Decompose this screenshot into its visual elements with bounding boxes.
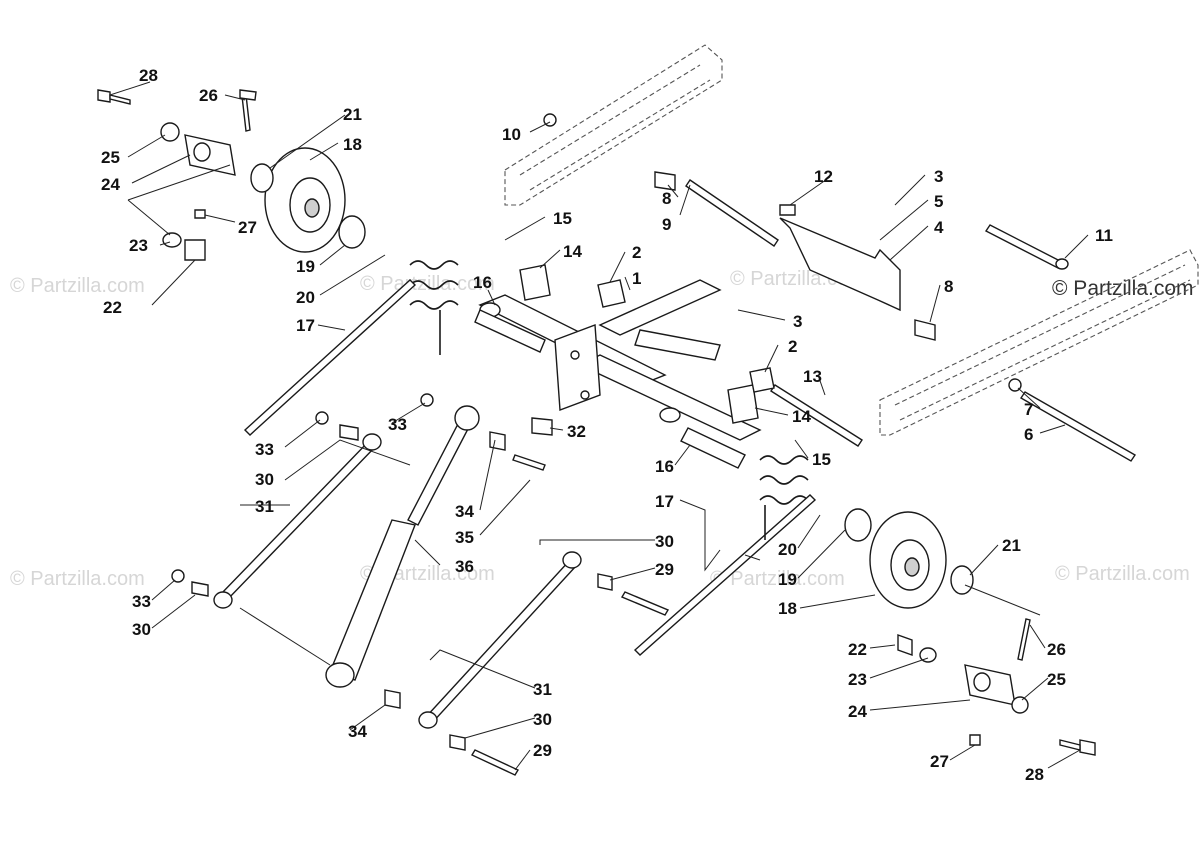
watermark-main: © Partzilla.com bbox=[1052, 277, 1194, 300]
slide-rail-lower bbox=[879, 249, 1199, 436]
bolt-11 bbox=[984, 224, 1069, 270]
callout-1: 1 bbox=[632, 269, 641, 288]
callout-21: 21 bbox=[343, 105, 362, 124]
callout-17b: 17 bbox=[655, 492, 674, 511]
callout-16: 16 bbox=[473, 273, 492, 292]
callout-22: 22 bbox=[103, 298, 122, 317]
callout-30c: 30 bbox=[132, 620, 151, 639]
spacer-14-right bbox=[727, 384, 759, 424]
slide-rail-upper bbox=[504, 44, 723, 206]
callout-35: 35 bbox=[455, 528, 474, 547]
callout-labels: 28 26 21 18 25 24 27 23 22 19 20 17 10 8… bbox=[101, 66, 1113, 784]
callout-2: 2 bbox=[632, 243, 641, 262]
callout-20: 20 bbox=[296, 288, 315, 307]
axle-block-left bbox=[184, 134, 236, 176]
callout-13: 13 bbox=[803, 367, 822, 386]
small-hardware bbox=[97, 89, 1096, 776]
callout-26b: 26 bbox=[1047, 640, 1066, 659]
callout-23b: 23 bbox=[848, 670, 867, 689]
idler-wheel-right bbox=[869, 511, 947, 609]
bushing-2 bbox=[597, 279, 775, 393]
callout-24b: 24 bbox=[848, 702, 867, 721]
link-rod-left bbox=[213, 433, 382, 609]
watermark-faint-5: © Partzilla.com bbox=[710, 568, 845, 590]
shock-absorber bbox=[325, 405, 480, 688]
callout-27b: 27 bbox=[930, 752, 949, 771]
bolt-6 bbox=[1020, 391, 1136, 462]
callout-30d: 30 bbox=[533, 710, 552, 729]
callout-4: 4 bbox=[934, 218, 944, 237]
callout-8: 8 bbox=[662, 189, 671, 208]
callout-19: 19 bbox=[296, 257, 315, 276]
callout-28b: 28 bbox=[1025, 765, 1044, 784]
callout-7: 7 bbox=[1024, 400, 1033, 419]
callout-5: 5 bbox=[934, 192, 943, 211]
sleeve-16-left bbox=[474, 309, 546, 353]
axle-block-right bbox=[964, 664, 1016, 706]
watermark-faint-3: © Partzilla.com bbox=[10, 568, 145, 590]
front-arm-frame bbox=[478, 279, 762, 441]
callout-33b: 33 bbox=[388, 415, 407, 434]
callout-34: 34 bbox=[455, 502, 474, 521]
callout-15b: 15 bbox=[812, 450, 831, 469]
spacer-14-left bbox=[519, 264, 551, 301]
callout-8b: 8 bbox=[944, 277, 953, 296]
callout-25b: 25 bbox=[1047, 670, 1066, 689]
callout-20b: 20 bbox=[778, 540, 797, 559]
callout-3: 3 bbox=[934, 167, 943, 186]
callout-30b: 30 bbox=[655, 532, 674, 551]
callout-10: 10 bbox=[502, 125, 521, 144]
callout-3b: 3 bbox=[793, 312, 802, 331]
torsion-spring-right bbox=[633, 455, 817, 656]
callout-14b: 14 bbox=[792, 407, 811, 426]
callout-12: 12 bbox=[814, 167, 833, 186]
callout-18: 18 bbox=[343, 135, 362, 154]
callout-16b: 16 bbox=[655, 457, 674, 476]
callout-26: 26 bbox=[199, 86, 218, 105]
sleeve-16-right bbox=[680, 427, 746, 469]
shaft-13 bbox=[770, 384, 863, 447]
watermark-faint-6: © Partzilla.com bbox=[1055, 563, 1190, 585]
callout-31b: 31 bbox=[533, 680, 552, 699]
callout-36: 36 bbox=[455, 557, 474, 576]
torsion-spring-left bbox=[243, 260, 459, 436]
callout-34b: 34 bbox=[348, 722, 367, 741]
callout-32: 32 bbox=[567, 422, 586, 441]
callout-29b: 29 bbox=[533, 741, 552, 760]
callout-18b: 18 bbox=[778, 599, 797, 618]
shaft-9 bbox=[685, 179, 779, 247]
callout-27: 27 bbox=[238, 218, 257, 237]
watermark-faint-1: © Partzilla.com bbox=[10, 275, 145, 297]
leader-lines bbox=[109, 81, 1089, 771]
bearing-left bbox=[250, 163, 366, 249]
callout-6: 6 bbox=[1024, 425, 1033, 444]
callout-24: 24 bbox=[101, 175, 120, 194]
callout-19b: 19 bbox=[778, 570, 797, 589]
idler-wheel-left bbox=[264, 147, 346, 253]
callout-14: 14 bbox=[563, 242, 582, 261]
callout-2b: 2 bbox=[788, 337, 797, 356]
callout-22b: 22 bbox=[848, 640, 867, 659]
callout-30: 30 bbox=[255, 470, 274, 489]
callout-33: 33 bbox=[255, 440, 274, 459]
callout-21b: 21 bbox=[1002, 536, 1021, 555]
watermark-faint-7: © Partzilla.com bbox=[360, 273, 495, 295]
bearing-right bbox=[844, 508, 974, 595]
callout-17: 17 bbox=[296, 316, 315, 335]
callout-33c: 33 bbox=[132, 592, 151, 611]
bracket-4 bbox=[779, 217, 901, 312]
callout-23: 23 bbox=[129, 236, 148, 255]
callout-31: 31 bbox=[255, 497, 274, 516]
callout-9: 9 bbox=[662, 215, 671, 234]
callout-28: 28 bbox=[139, 66, 158, 85]
callout-25: 25 bbox=[101, 148, 120, 167]
link-rod-right bbox=[418, 551, 582, 729]
callout-29: 29 bbox=[655, 560, 674, 579]
callout-15: 15 bbox=[553, 209, 572, 228]
callout-11: 11 bbox=[1095, 226, 1113, 245]
